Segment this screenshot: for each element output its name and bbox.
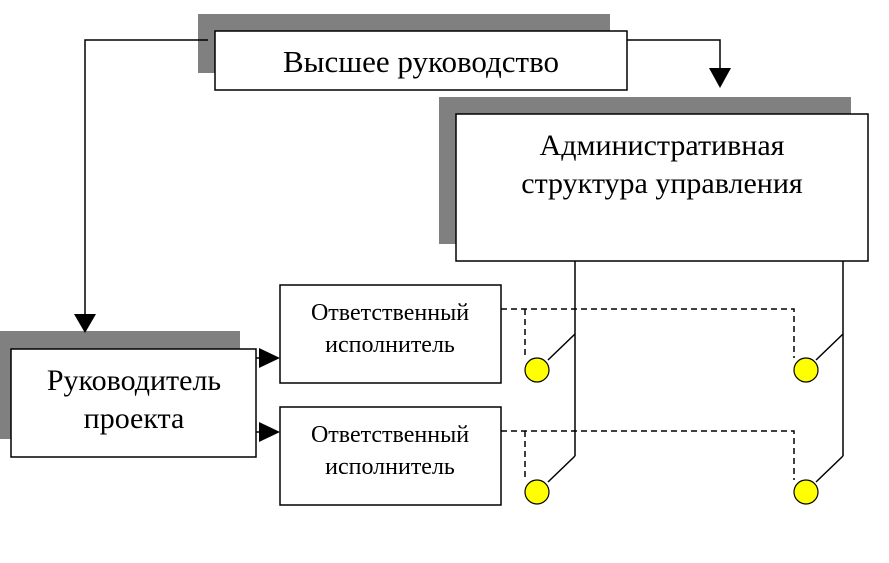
executor-2-box <box>279 406 502 506</box>
switch-node <box>524 479 550 505</box>
executor-2-block: Ответственный исполнитель <box>279 406 502 506</box>
switch-link <box>547 455 576 483</box>
switch-node <box>793 357 819 383</box>
admin-structure-label-line1: Административная <box>540 129 785 162</box>
top-management-label: Высшее руководство <box>283 44 559 79</box>
connector-top-to-admin <box>627 39 731 88</box>
admin-structure-label-line2: структура управления <box>521 167 803 200</box>
admin-structure-box <box>455 113 869 262</box>
connector-manager-to-executor-1 <box>256 348 280 368</box>
arrow-right-icon <box>259 422 280 442</box>
switch-link <box>815 455 844 483</box>
top-management-box <box>214 30 628 91</box>
connector-manager-to-executor-2 <box>256 422 280 442</box>
executor-2-label-line2: исполнитель <box>325 454 455 480</box>
arrow-down-icon <box>709 68 731 88</box>
switch-link <box>815 333 844 361</box>
project-manager-box <box>10 348 257 458</box>
admin-structure-block: Административная структура управления <box>439 97 869 262</box>
executor-2-label-line1: Ответственный <box>311 422 469 448</box>
project-manager-label-line2: проекта <box>84 402 185 435</box>
project-manager-label-line1: Руководитель <box>47 364 221 397</box>
executor-1-block: Ответственный исполнитель <box>279 284 502 384</box>
switch-link <box>547 333 576 361</box>
project-manager-block: Руководитель проекта <box>0 331 257 458</box>
executor-1-label-line2: исполнитель <box>325 332 455 358</box>
arrow-right-icon <box>259 348 280 368</box>
executor-1-label-line1: Ответственный <box>311 300 469 326</box>
connector-top-to-manager <box>74 39 208 333</box>
switch-node <box>793 479 819 505</box>
executor-1-dashed-links <box>501 308 795 358</box>
arrow-down-icon <box>74 314 96 333</box>
executor-2-dashed-links <box>501 430 795 480</box>
top-management-block: Высшее руководство <box>198 14 628 91</box>
executor-1-box <box>279 284 502 384</box>
switch-node <box>524 357 550 383</box>
